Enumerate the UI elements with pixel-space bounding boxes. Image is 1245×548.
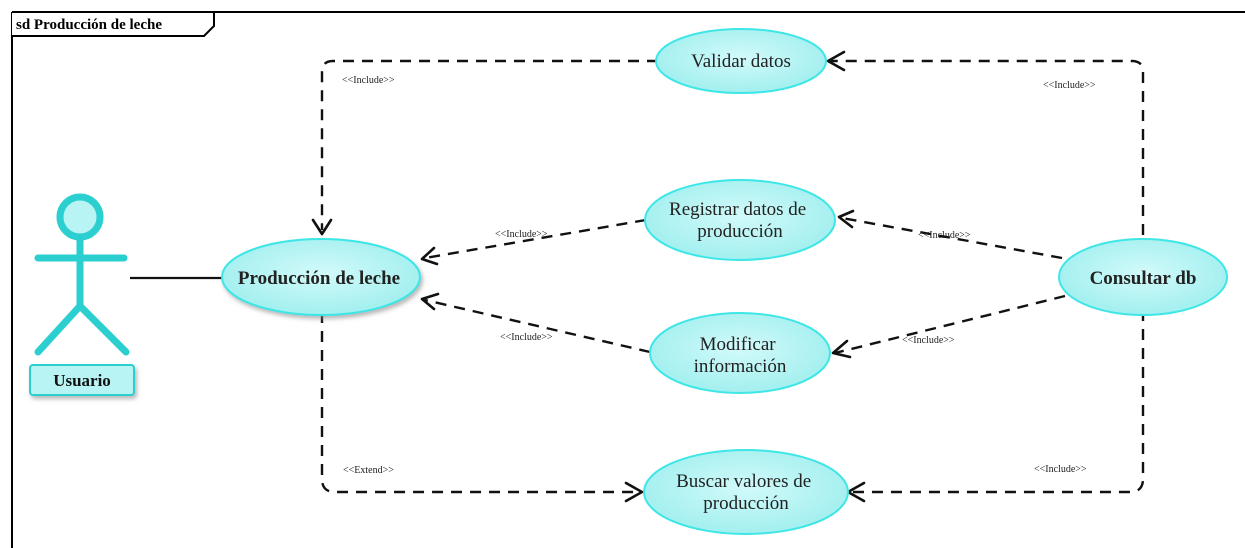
stereotype-label: <<Include>> — [500, 332, 553, 343]
extend-produccion-buscar-line — [320, 312, 642, 494]
usecase-label: Producción de leche — [238, 268, 400, 289]
usecase-label-line: Producción de leche — [238, 268, 400, 289]
usecase-label-line: Validar datos — [691, 51, 791, 72]
usecase-label-line: producción — [697, 221, 783, 242]
actor-usuario[interactable]: Usuario — [29, 193, 226, 396]
stereotype-label: <<Include>> — [902, 335, 955, 346]
usecase-modificar-informacion[interactable]: Modificar información — [649, 312, 831, 394]
include-consultar-modificar-line — [834, 294, 1066, 355]
stereotype-labels: <<Include>> <<Include>> <<Include>> <<In… — [342, 75, 1096, 476]
relationships — [320, 59, 1145, 494]
usecase-label: Buscar valores de producción — [676, 471, 816, 514]
usecase-label-line: Registrar datos de — [669, 199, 806, 220]
arrowhead-buscar-left — [624, 481, 644, 503]
arrowhead-produccion-upper — [420, 246, 439, 266]
actor-name: Usuario — [53, 371, 111, 390]
usecase-label-line: producción — [703, 493, 789, 514]
stick-figure-icon — [34, 193, 130, 356]
include-consultar-validar-line — [830, 59, 1145, 235]
include-consultar-buscar-line — [848, 310, 1145, 494]
usecase-label-line: Consultar db — [1090, 268, 1197, 289]
usecase-validar-datos[interactable]: Validar datos — [655, 28, 827, 94]
usecase-label: Consultar db — [1090, 268, 1197, 289]
usecase-label-line: Modificar — [700, 334, 777, 355]
arrowhead-registrar-right — [837, 209, 855, 229]
usecase-label-line: información — [694, 356, 787, 377]
arrowhead-produccion-top — [311, 218, 333, 236]
diagram-frame: sd Producción de leche — [11, 11, 1245, 548]
arrowhead-modificar-right — [831, 339, 852, 359]
usecase-registrar-datos[interactable]: Registrar datos de producción — [644, 179, 836, 261]
stereotype-label: <<Include>> — [495, 229, 548, 240]
usecase-label: Registrar datos de producción — [669, 199, 811, 242]
stereotype-label: <<Include>> — [1034, 464, 1087, 475]
stereotype-label: <<Extend>> — [343, 465, 394, 476]
usecase-buscar-valores[interactable]: Buscar valores de producción — [643, 449, 849, 535]
arrowhead-produccion-lower — [420, 292, 440, 311]
stereotype-label: <<Include>> — [918, 230, 971, 241]
usecase-label: Modificar información — [694, 334, 787, 377]
actor-label-box — [29, 364, 135, 396]
arrowheads — [311, 50, 866, 503]
stereotype-label: <<Include>> — [342, 75, 395, 86]
include-validar-produccion-line — [320, 59, 658, 230]
usecase-label-line: Buscar valores de — [676, 471, 811, 492]
stereotype-label: <<Include>> — [1043, 80, 1096, 91]
include-modificar-produccion-line — [424, 298, 651, 354]
arrowhead-validar-right — [826, 50, 846, 72]
usecase-label: Validar datos — [691, 51, 791, 72]
frame-title: sd Producción de leche — [16, 17, 162, 33]
usecase-consultar-db[interactable]: Consultar db — [1058, 238, 1228, 316]
usecase-produccion-de-leche[interactable]: Producción de leche — [221, 238, 421, 316]
